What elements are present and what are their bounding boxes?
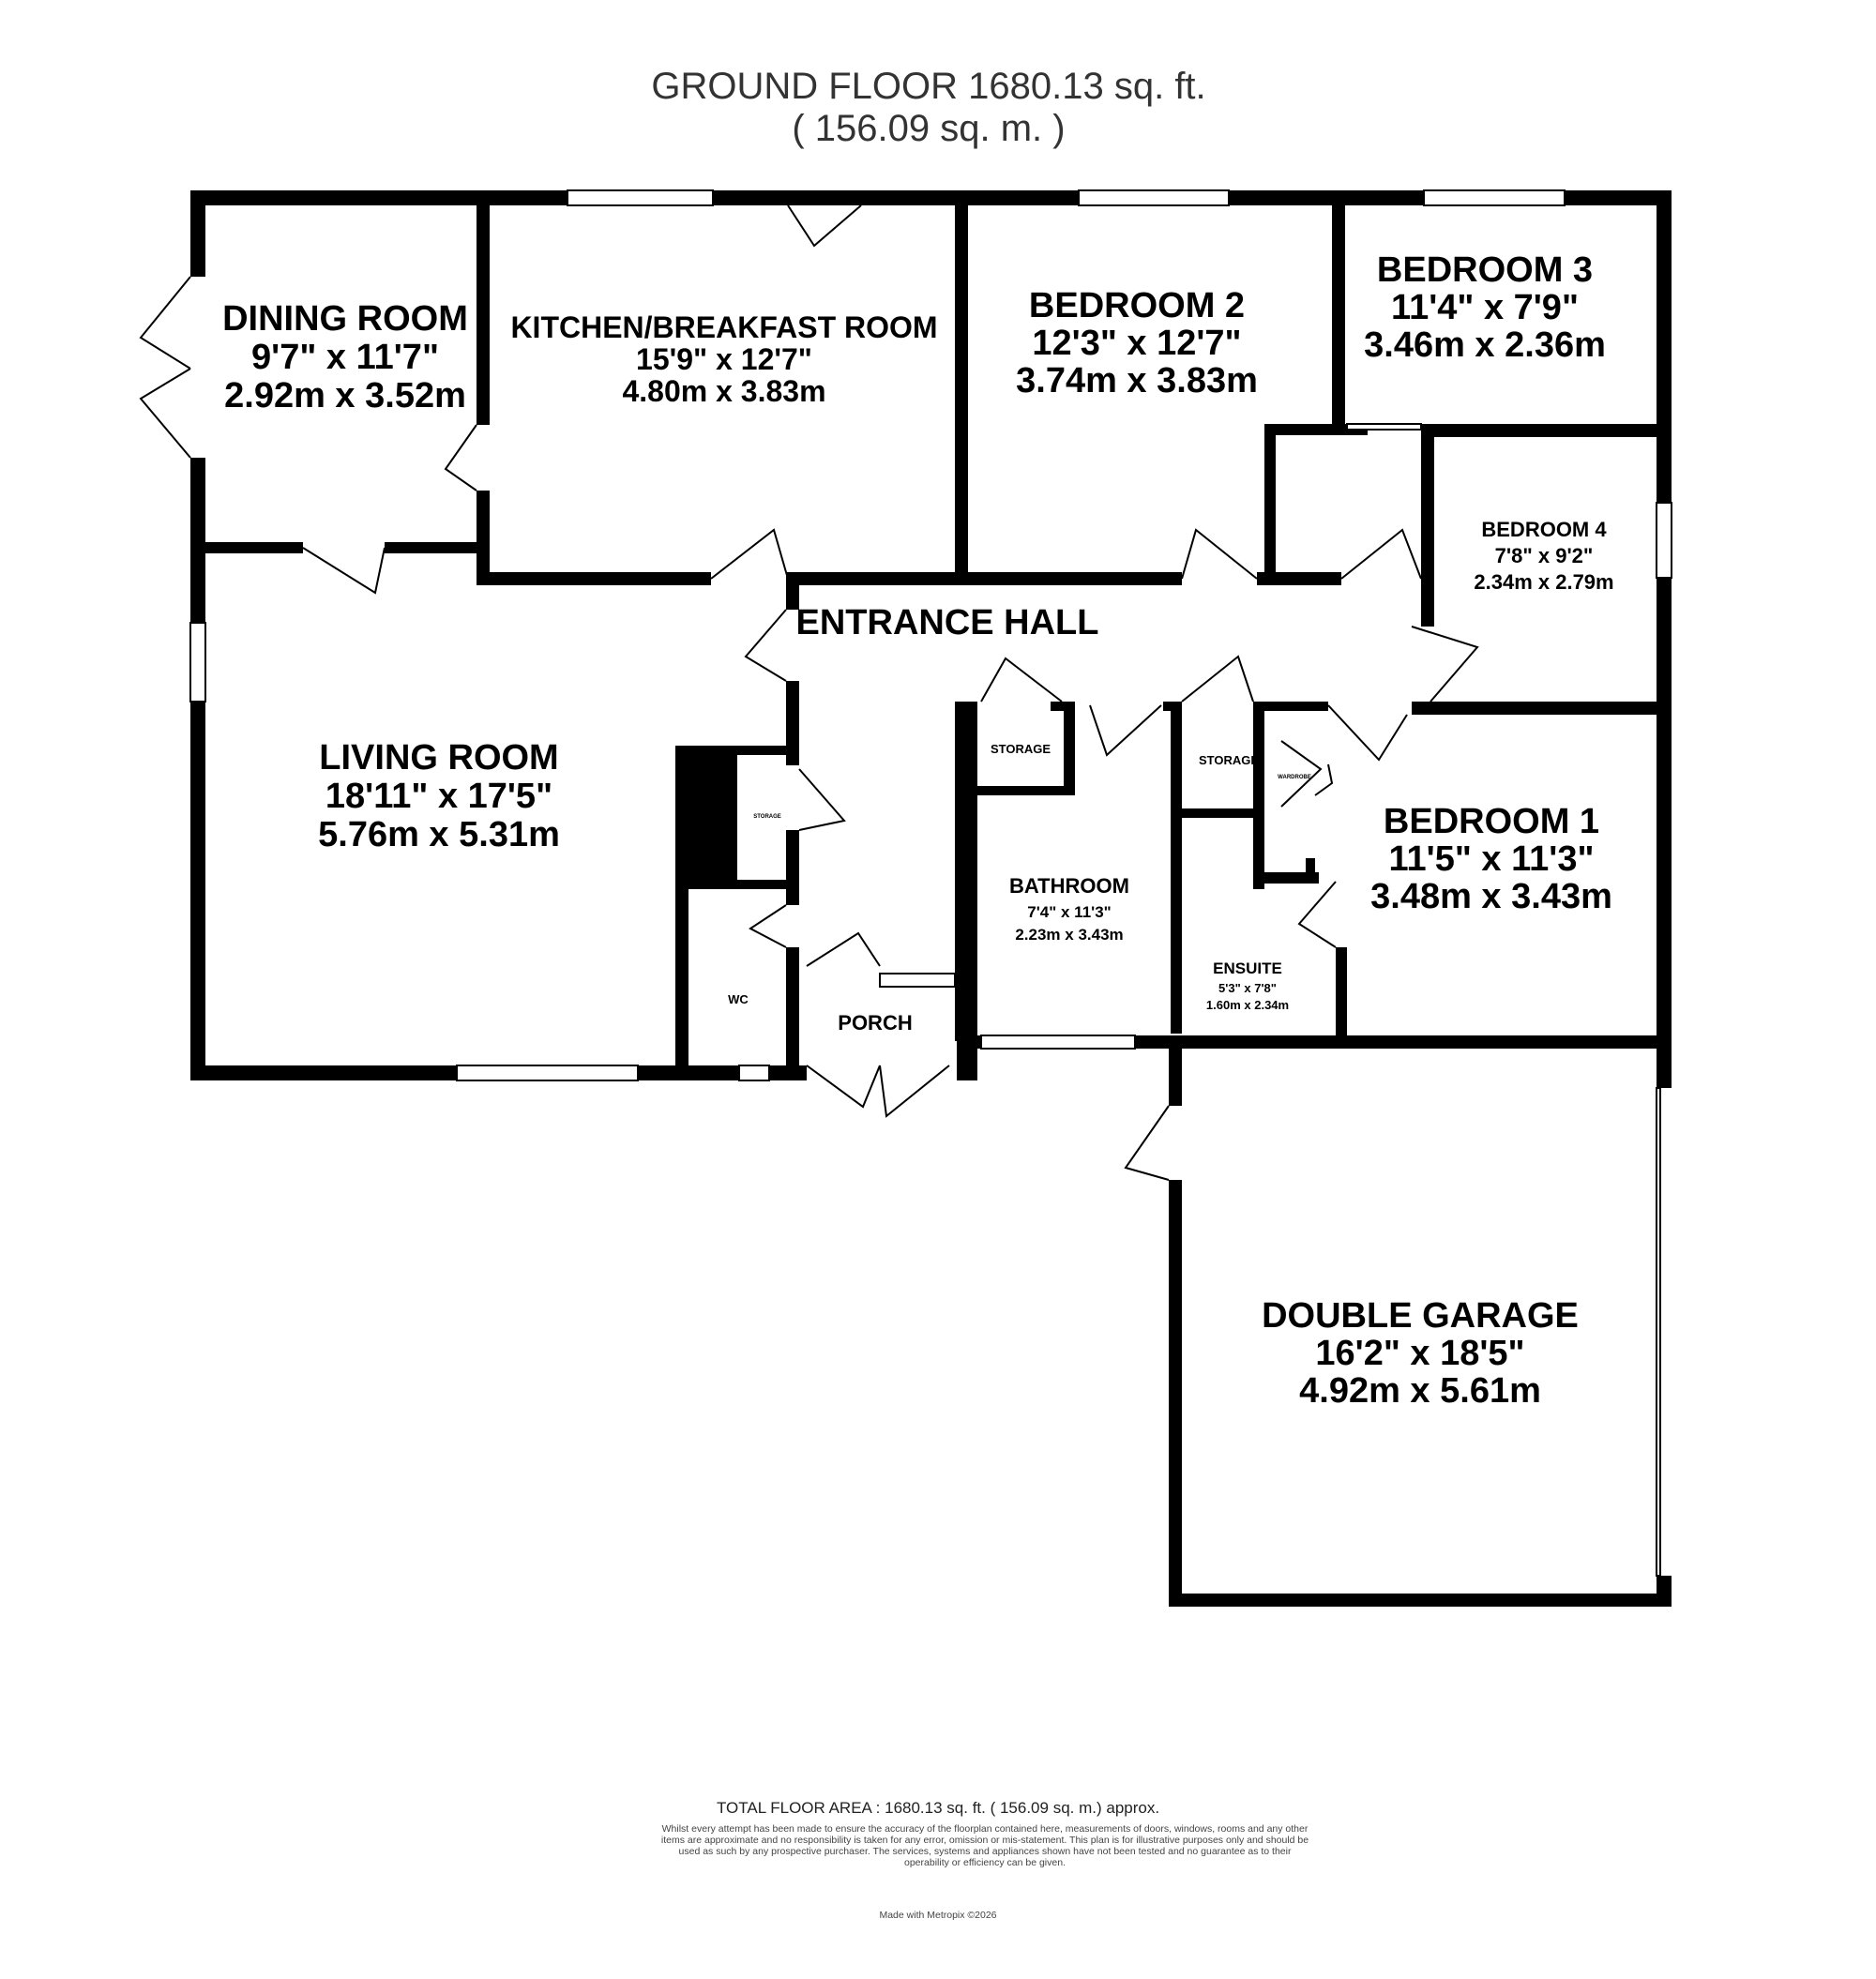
room-imperial: 5'3" x 7'8"	[1218, 981, 1277, 995]
room-metric: 5.76m x 5.31m	[318, 815, 560, 854]
door	[879, 1065, 950, 1118]
room-name: DINING ROOM	[222, 299, 468, 339]
door	[1089, 704, 1162, 757]
room-imperial: 11'4" x 7'9"	[1391, 288, 1579, 327]
door	[444, 424, 477, 491]
door	[1181, 655, 1254, 702]
room-name: PORCH	[838, 1011, 912, 1035]
room-wardrobe: WARDROBE	[1278, 775, 1311, 780]
room-metric: 1.60m x 2.34m	[1206, 998, 1289, 1012]
door	[139, 276, 191, 370]
room-bedroom4: BEDROOM 4 7'8" x 9'2" 2.34m x 2.79m	[1474, 518, 1613, 594]
room-name: BATHROOM	[1009, 874, 1129, 898]
door	[139, 368, 191, 459]
room-bathroom: BATHROOM 7'4" x 11'3" 2.23m x 3.43m	[1009, 874, 1129, 944]
door	[1327, 704, 1408, 762]
window	[980, 1035, 1136, 1050]
room-metric: 4.92m x 5.61m	[1299, 1371, 1541, 1411]
room-metric: 3.74m x 3.83m	[1016, 361, 1258, 400]
room-porch: PORCH	[838, 1011, 912, 1035]
room-storage-bath: STORAGE	[991, 742, 1051, 756]
door	[1280, 740, 1323, 808]
window	[189, 622, 206, 702]
window	[1078, 189, 1230, 206]
room-living: LIVING ROOM 18'11" x 17'5" 5.76m x 5.31m	[318, 738, 560, 854]
room-dining: DINING ROOM 9'7" x 11'7" 2.92m x 3.52m	[222, 299, 468, 415]
room-name: LIVING ROOM	[319, 738, 558, 778]
room-entrance-hall: ENTRANCE HALL	[796, 603, 1099, 642]
window	[1656, 502, 1672, 579]
doors	[139, 204, 1479, 1181]
door	[302, 547, 386, 595]
room-imperial: 7'4" x 11'3"	[1027, 903, 1111, 921]
door	[749, 904, 787, 948]
room-name: BEDROOM 2	[1029, 286, 1245, 325]
window	[1423, 189, 1566, 206]
room-metric: 4.80m x 3.83m	[622, 374, 825, 408]
windows	[189, 189, 1672, 1577]
door	[980, 657, 1063, 702]
door	[1314, 763, 1334, 796]
room-bedroom3: BEDROOM 3 11'4" x 7'9" 3.46m x 2.36m	[1364, 250, 1606, 365]
room-bedroom1: BEDROOM 1 11'5" x 11'3" 3.48m x 3.43m	[1370, 802, 1612, 916]
room-name: STORAGE	[991, 742, 1051, 756]
room-name: STORAGE	[753, 814, 781, 820]
door	[744, 609, 787, 682]
room-imperial: 18'11" x 17'5"	[325, 777, 552, 816]
room-bedroom2: BEDROOM 2 12'3" x 12'7" 3.74m x 3.83m	[1016, 286, 1258, 400]
door	[806, 931, 881, 967]
window	[879, 973, 956, 988]
room-name: DOUBLE GARAGE	[1262, 1296, 1579, 1336]
room-name: WC	[728, 992, 749, 1006]
room-storage-ensuite: STORAGE	[1199, 753, 1259, 767]
room-name: BEDROOM 3	[1377, 250, 1593, 290]
room-metric: 2.34m x 2.79m	[1474, 570, 1613, 594]
room-name: BEDROOM 4	[1481, 518, 1607, 541]
room-name: BEDROOM 1	[1384, 802, 1599, 841]
room-metric: 3.48m x 3.43m	[1370, 877, 1612, 916]
disclaimer-text: Whilst every attempt has been made to en…	[660, 1823, 1309, 1868]
room-storage-living: STORAGE	[753, 814, 781, 820]
window	[738, 1065, 770, 1081]
door	[1181, 528, 1258, 580]
door	[710, 528, 789, 580]
door	[798, 768, 846, 831]
door	[1411, 626, 1479, 702]
door	[1340, 528, 1422, 580]
room-imperial: 16'2" x 18'5"	[1315, 1334, 1524, 1373]
room-ensuite: ENSUITE 5'3" x 7'8" 1.60m x 2.34m	[1206, 959, 1289, 1012]
room-imperial: 9'7" x 11'7"	[251, 338, 439, 377]
window	[1656, 1087, 1661, 1577]
door	[787, 204, 862, 248]
window	[567, 189, 714, 206]
room-name: WARDROBE	[1278, 775, 1311, 780]
floor-title-metric: ( 156.09 sq. m. )	[792, 108, 1065, 149]
total-floor-area: TOTAL FLOOR AREA : 1680.13 sq. ft. ( 156…	[716, 1799, 1160, 1817]
room-imperial: 7'8" x 9'2"	[1495, 544, 1594, 567]
room-name: KITCHEN/BREAKFAST ROOM	[510, 310, 937, 344]
room-wc: WC	[728, 992, 749, 1006]
room-name: ENTRANCE HALL	[796, 603, 1099, 642]
door	[1297, 881, 1337, 948]
room-garage: DOUBLE GARAGE 16'2" x 18'5" 4.92m x 5.61…	[1262, 1296, 1579, 1411]
walls	[190, 190, 1672, 1607]
room-imperial: 15'9" x 12'7"	[636, 342, 812, 376]
room-metric: 2.92m x 3.52m	[224, 376, 466, 415]
credit-text: Made with Metropix ©2026	[879, 1910, 997, 1921]
window	[456, 1065, 639, 1081]
door	[806, 1065, 881, 1109]
room-imperial: 12'3" x 12'7"	[1032, 324, 1241, 363]
door	[1124, 1105, 1170, 1181]
window	[1346, 423, 1422, 431]
floor-title: GROUND FLOOR 1680.13 sq. ft.	[651, 66, 1205, 107]
room-imperial: 11'5" x 11'3"	[1389, 839, 1595, 879]
room-metric: 3.46m x 2.36m	[1364, 325, 1606, 365]
room-metric: 2.23m x 3.43m	[1015, 926, 1123, 944]
room-kitchen: KITCHEN/BREAKFAST ROOM 15'9" x 12'7" 4.8…	[510, 310, 937, 408]
room-name: STORAGE	[1199, 753, 1259, 767]
room-name: ENSUITE	[1213, 959, 1282, 977]
